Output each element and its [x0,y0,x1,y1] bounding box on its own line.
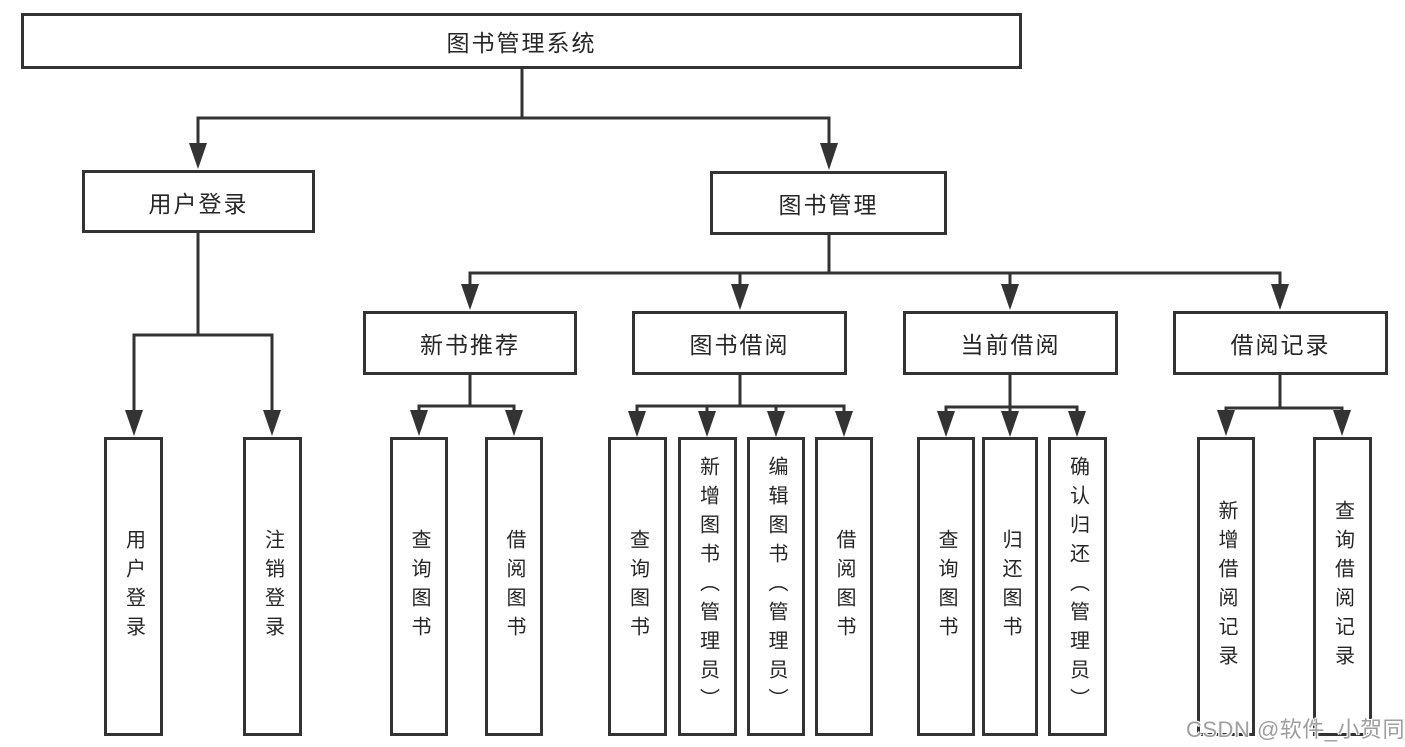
arrow-to-newbook [461,284,479,310]
node-book-management: 图书管理 [710,171,947,235]
arrow-to-borrowrecords [1271,284,1289,310]
arrow-to-addbook [698,411,716,437]
arrow-to-currentborrow [1001,284,1019,310]
edge-userlogin-split [132,333,274,412]
arrow-to-query2 [628,411,646,437]
node-add-borrow-record: 新增借阅记录 [1197,437,1255,736]
node-edit-books-admin: 编辑图书（管理员） [747,437,805,736]
arrow-to-userlogin [189,143,207,169]
node-add-books-admin: 新增图书（管理员） [678,437,737,736]
arrow-to-addrecord [1217,410,1235,436]
edge-newbook-split [417,404,516,412]
edge-bookmgmt-split [468,271,1282,286]
arrow-to-borrow1 [505,410,523,436]
edge-root-split [196,116,831,145]
edge-borrow-split [635,404,846,412]
node-current-borrow: 当前借阅 [903,311,1118,375]
arrow-to-userlogin-leaf [125,410,143,436]
arrow-to-borrow2 [835,411,853,437]
arrow-to-logout [263,410,281,436]
edge-records-split [1224,406,1344,413]
node-borrow-books-recommend: 借阅图书 [485,437,543,736]
node-borrow-records: 借阅记录 [1173,311,1388,375]
arrow-to-bookborrow [731,284,749,310]
node-query-books-borrow: 查询图书 [608,437,667,736]
arrow-to-queryrecord [1333,410,1351,436]
node-return-books: 归还图书 [982,437,1038,736]
arrowheads [125,143,1351,437]
node-new-book-recommend: 新书推荐 [363,311,577,375]
node-query-books-current: 查询图书 [917,437,975,736]
node-book-borrow: 图书借阅 [632,311,847,375]
node-confirm-return-admin: 确认归还（管理员） [1048,437,1107,736]
node-borrow-books-leaf: 借阅图书 [815,437,873,736]
arrow-to-confirmreturn [1068,411,1086,437]
node-query-borrow-record: 查询借阅记录 [1313,437,1372,736]
arrow-to-editbook [767,411,785,437]
arrow-to-return [1001,411,1019,437]
node-query-books-recommend: 查询图书 [390,437,448,736]
node-logout: 注销登录 [243,437,302,736]
node-user-login: 用户登录 [82,170,315,233]
arrow-to-bookmgmt [820,143,838,170]
arrow-to-query3 [937,411,955,437]
csdn-watermark: CSDN @软件_小贺同学 [1186,717,1405,742]
node-root: 图书管理系统 [21,13,1022,69]
node-user-login-leaf: 用户登录 [104,437,163,736]
arrow-to-query1 [410,410,428,436]
